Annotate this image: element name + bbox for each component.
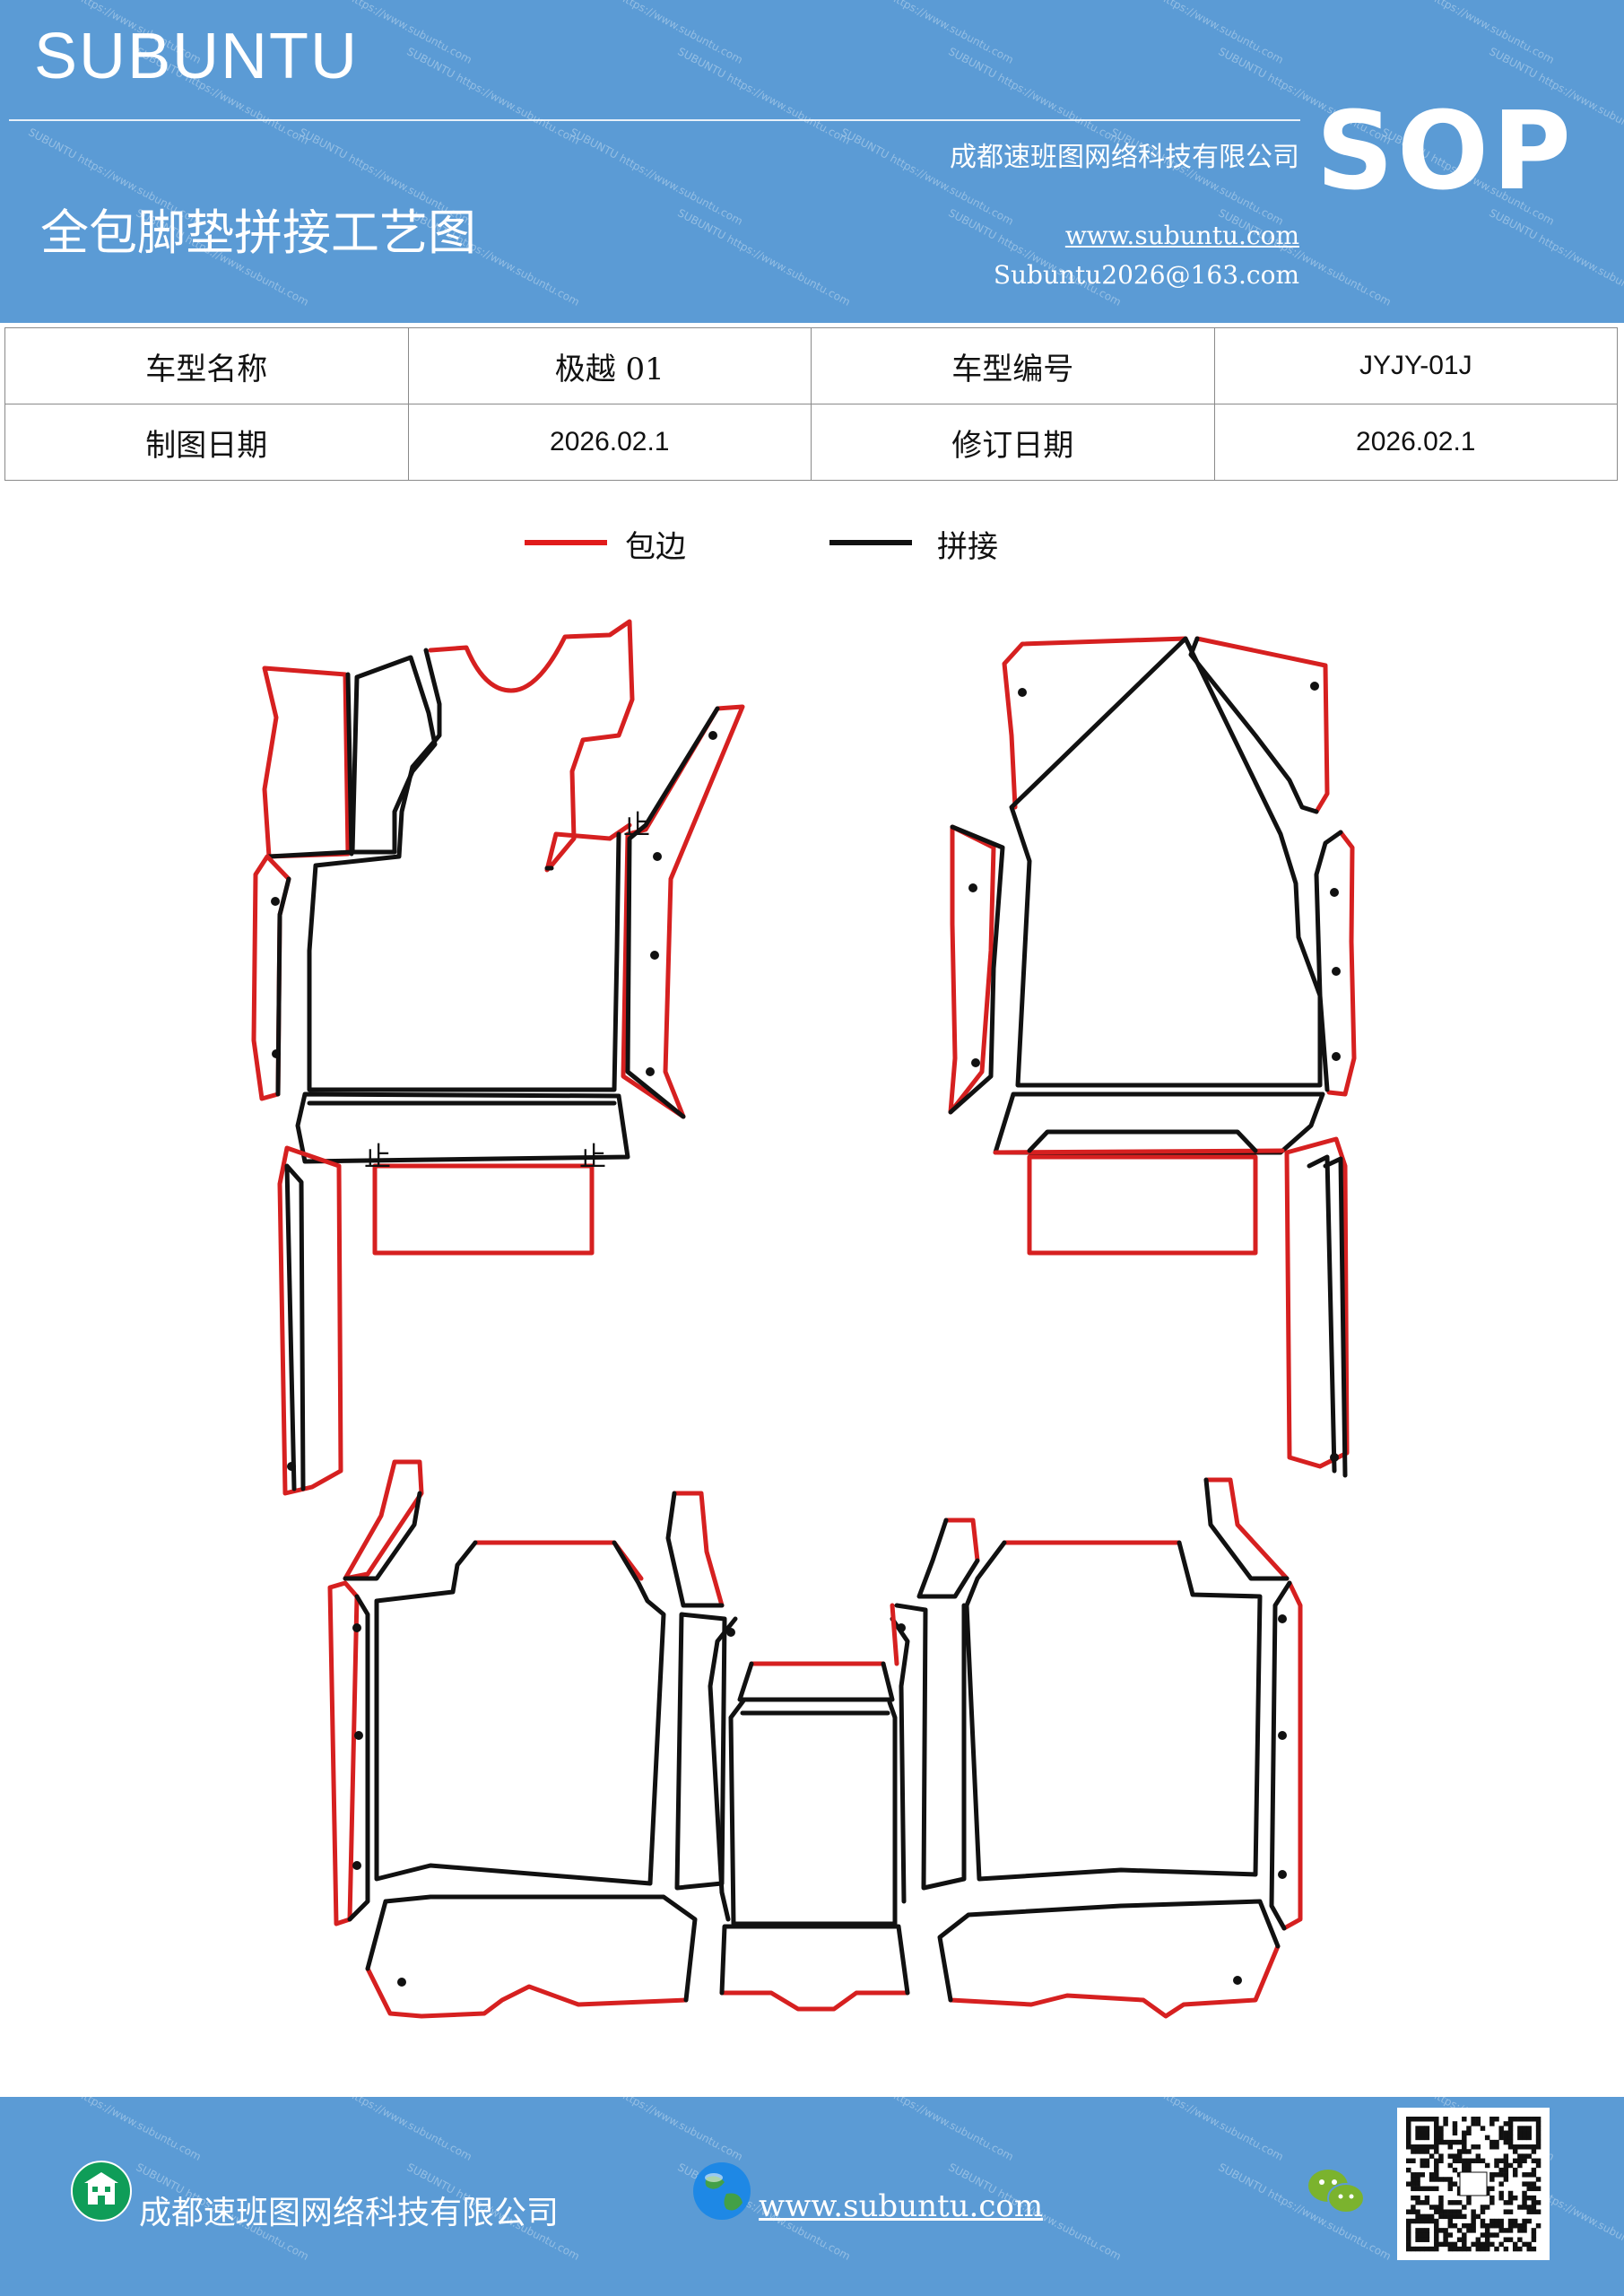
revise-date-value: 2026.02.1 [1213,404,1618,481]
fr-rivets [968,682,1341,1462]
fr-heel-pad [1027,1129,1258,1153]
brand-logo: SUBUNTU [34,21,360,92]
header-divider [9,119,1300,121]
rc-body [728,1697,898,1926]
rear-right-mat-group [894,1477,1303,2019]
fr-lower-strip-red [1284,1136,1350,1469]
rc-left-strip [708,1616,738,1922]
fr-right-strip-red [1326,830,1357,1097]
table-row: 制图日期 2026.02.1 修订日期 2026.02.1 [4,404,1618,481]
rear-center-mat-group [708,1603,910,2012]
model-name-value: 极越 01 [407,327,812,404]
rc-right-strip-red [890,1603,899,1666]
joint-mark-1: 止 [623,810,650,841]
fl-main-black [307,648,621,1092]
rr-rivets [897,1614,1287,1985]
watermark-text: SUBUNTU https://www.subuntu.com [568,2097,745,2163]
fr-front-bar-red [993,1148,1285,1155]
watermark-text: SUBUNTU https://www.subuntu.com [838,2097,1016,2163]
fl-heel-pad [372,1163,595,1256]
draw-date-value: 2026.02.1 [407,404,812,481]
rr-main-black [964,1540,1263,1882]
vehicle-info-table: 车型名称 极越 01 车型编号 JYJY-01J 制图日期 2026.02.1 … [4,327,1618,481]
footer-website-link[interactable]: www.subuntu.com [759,2188,1044,2224]
rl-main-black [374,1540,666,1886]
building-icon [71,2161,132,2222]
rr-top-right-tab [1203,1477,1290,1581]
joint-mark-2: 止 [364,1142,391,1173]
rr-top-right-tab-black [1203,1477,1290,1581]
sop-badge: SOP [1316,90,1575,214]
rl-front-bar-red [365,1966,689,2019]
fr-main-black [1009,636,1323,1088]
joint-line-swatch [829,540,912,545]
globe-icon [693,2162,751,2220]
fl-side-long-black [275,876,291,1097]
fl-lower-strip-black [284,1163,306,1492]
rc-front-black [719,1924,910,1996]
fl-rivets [271,731,717,1471]
rl-left-strip-red [327,1580,360,1926]
joint-legend-label: 拼接 [937,529,998,565]
watermark-text: SUBUNTU https://www.subuntu.com [1108,2097,1286,2163]
rl-rivets [352,1623,735,1987]
rl-top-tab [343,1459,424,1581]
rr-left-strip [894,1603,967,1891]
joint-mark-3: 止 [579,1142,606,1173]
fr-diagonal-red [1194,636,1330,814]
rear-left-mat-group [327,1459,735,2019]
model-name-label: 车型名称 [4,327,409,404]
fr-right-strip-black [1314,830,1343,1092]
watermark-text: SUBUNTU https://www.subuntu.com [26,2097,204,2163]
fl-side-strip-black [266,672,354,859]
fl-diagonal-strip-black [625,706,720,1119]
table-row: 车型名称 极越 01 车型编号 JYJY-01J [4,327,1618,404]
qr-code [1397,2108,1550,2260]
fr-diagonal-black [1188,636,1319,814]
wechat-icon[interactable] [1305,2164,1368,2218]
rl-top-tab-black [343,1491,422,1581]
rc-top-black [737,1661,895,1702]
rr-right-strip-black [1269,1580,1292,1931]
fr-left-strip-red [948,824,996,1115]
draw-date-label: 制图日期 [4,404,409,481]
model-code-value: JYJY-01J [1213,327,1618,404]
model-code-label: 车型编号 [811,327,1215,404]
rr-right-strip-red [1281,1580,1303,1931]
fl-lower-strip-red [277,1145,343,1496]
front-left-mat-group [251,619,745,1496]
fl-side-strip-red [262,665,351,859]
revise-date-label: 修订日期 [811,404,1215,481]
company-name: 成都速班图网络科技有限公司 [950,142,1299,173]
rc-front-red [719,1990,910,2012]
rl-front-bar-black [365,1894,698,2003]
fr-left-strip-black [948,824,1005,1115]
rl-right-tab-black [665,1491,725,1608]
fl-main-red [428,619,635,873]
rl-right-tab-red [672,1491,725,1608]
rr-front-bar-red [948,1944,1281,2019]
rr-front-bar-black [937,1899,1281,2003]
website-link[interactable]: www.subuntu.com [1064,221,1299,250]
edge-legend-label: 包边 [625,529,686,565]
rr-top-tab-black [916,1518,980,1599]
edge-line-swatch [525,540,607,545]
watermark-text: SUBUNTU https://www.subuntu.com [297,2097,474,2163]
front-right-mat-group [948,636,1357,1478]
footer-company-name: 成都速班图网络科技有限公司 [139,2195,560,2231]
email-address: Subuntu2026@163.com [993,260,1299,290]
page-footer: SUBUNTU https://www.subuntu.com SUBUNTU h… [0,2097,1624,2296]
fr-heel-pad-red [1027,1154,1258,1256]
fr-main-red [1002,636,1188,810]
fr-front-bar [993,1091,1325,1155]
fr-lower-strip-black [1307,1154,1348,1478]
document-title: 全包脚垫拼接工艺图 [40,204,476,261]
rl-left-strip-black [347,1594,370,1922]
rr-top-tab-red [943,1518,980,1563]
fl-front-bar [295,1091,630,1164]
